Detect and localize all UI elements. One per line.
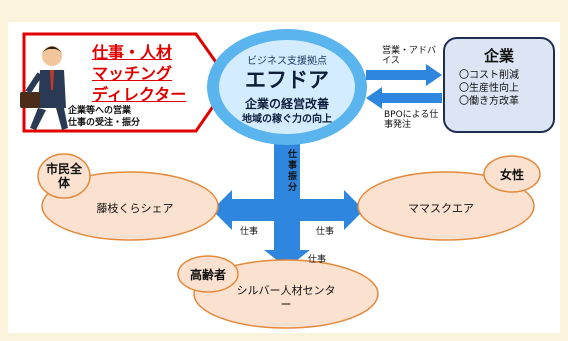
badge-left-label: 市民全体 xyxy=(45,162,82,190)
badge-bottom-label: 高齢者 xyxy=(189,268,226,282)
director-note: 企業等への営業 仕事の受注・振分 xyxy=(68,105,218,129)
oval-left-label: 藤枝くらシェア xyxy=(96,202,174,215)
director-title: 仕事・人材 マッチング ディレクター xyxy=(92,42,220,105)
badge-left xyxy=(37,153,91,199)
hub-horizontal-bar xyxy=(232,199,344,221)
badge-bottom xyxy=(177,255,239,293)
label-job-left: 仕事 xyxy=(240,227,259,237)
company-item: 〇働き方改革 xyxy=(459,96,519,107)
hub-circle-inner xyxy=(219,40,355,134)
oval-right-label: ママスクエア xyxy=(408,202,474,215)
company-title: 企業 xyxy=(483,47,514,65)
director-note-line: 仕事の受注・振分 xyxy=(68,118,141,128)
arrow-from-company-shaft xyxy=(382,93,442,103)
arrow-left-head xyxy=(212,190,232,230)
arrow-from-company-head xyxy=(366,87,382,109)
company-box: 企業 〇コスト削減 〇生産性向上 〇働き方改革 xyxy=(443,37,555,133)
businessman-icon xyxy=(20,46,68,130)
label-job-right: 仕事 xyxy=(316,227,335,237)
oval-right xyxy=(357,171,535,241)
company-items: 〇コスト削減 〇生産性向上 〇働き方改革 xyxy=(459,69,519,108)
company-item: 〇生産性向上 xyxy=(459,83,519,94)
label-distribute: 仕事振分 xyxy=(288,150,298,193)
hub-line-2: 地域の稼ぐ力の向上 xyxy=(242,114,332,125)
director-title-line: 仕事・人材 xyxy=(92,43,173,62)
oval-bottom xyxy=(193,259,379,329)
hub-subtitle: ビジネス支援拠点 xyxy=(247,56,327,67)
badge-right-label: 女性 xyxy=(499,168,524,182)
director-note-line: 企業等への営業 xyxy=(68,106,132,116)
director-title-line: ディレクター xyxy=(92,85,187,104)
label-job-down: 仕事 xyxy=(308,255,327,265)
badge-right xyxy=(483,155,541,193)
arrow-right-head xyxy=(344,190,364,230)
director-title-line: マッチング xyxy=(92,64,173,83)
arrow-to-company-shaft xyxy=(366,70,426,80)
hub-line-1: 企業の経営改善 xyxy=(244,97,329,111)
label-from-company: BPOによる仕事発注 xyxy=(384,110,439,130)
arrow-down-head xyxy=(264,250,310,268)
company-item: 〇コスト削減 xyxy=(459,70,519,81)
oval-bottom-label: シルバー人材センター xyxy=(236,284,336,311)
hub-title: エフドア xyxy=(245,68,329,92)
label-to-company: 営業・アドバイス xyxy=(382,46,437,66)
arrow-to-company-head xyxy=(426,64,442,86)
